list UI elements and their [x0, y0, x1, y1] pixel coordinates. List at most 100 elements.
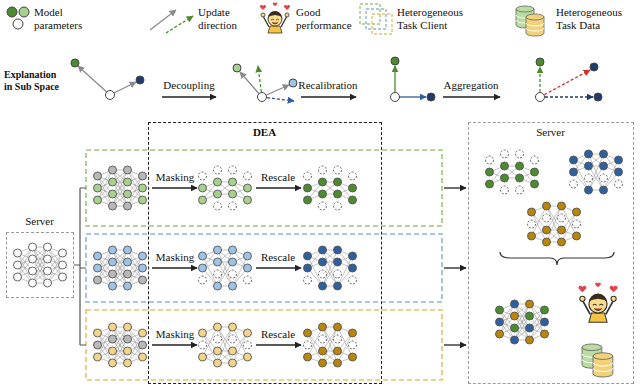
figure-part — [323, 327, 338, 363]
figure-part — [229, 323, 237, 331]
figure-part — [501, 186, 509, 194]
arrow — [443, 96, 500, 97]
figure-part — [349, 172, 357, 180]
figure-part — [589, 154, 604, 190]
parameter-dot — [427, 93, 435, 101]
figure-part — [113, 170, 128, 206]
figure-part — [573, 232, 581, 240]
figure-part — [229, 258, 237, 266]
figure-part — [558, 202, 566, 210]
figure-part — [496, 318, 504, 326]
arrow — [540, 96, 593, 97]
figure-part — [139, 184, 147, 192]
arrow — [256, 267, 301, 268]
step-label: Masking — [156, 251, 195, 264]
figure-part — [589, 313, 607, 322]
figure-part — [244, 264, 252, 272]
bracket — [74, 188, 86, 345]
client-box — [86, 150, 442, 226]
figure-part — [268, 26, 282, 33]
figure-part — [109, 347, 117, 355]
neural-network — [199, 246, 252, 290]
figure-part — [229, 202, 237, 210]
figure-part — [229, 282, 237, 290]
figure-part — [528, 208, 536, 216]
legend-label: Heterogeneous Task Data — [556, 6, 632, 31]
figure-part — [229, 190, 237, 198]
figure-part — [268, 11, 282, 18]
figure-part — [319, 335, 327, 343]
figure-part — [94, 252, 102, 260]
figure-part — [615, 156, 623, 164]
parameter-dot — [594, 93, 602, 101]
figure-part — [496, 330, 504, 338]
step-label: Decoupling — [163, 79, 214, 92]
figure-part — [199, 341, 207, 349]
figure-part — [334, 270, 342, 278]
figure-part — [124, 335, 132, 343]
figure-part — [139, 276, 147, 284]
figure-part — [511, 312, 519, 320]
figure-part — [516, 150, 524, 158]
figure-part — [319, 282, 327, 290]
figure-part — [528, 220, 536, 228]
figure-part — [486, 180, 494, 188]
figure-part — [199, 264, 207, 272]
figure-part — [501, 150, 509, 158]
figure-part — [595, 283, 601, 288]
figure-part — [319, 202, 327, 210]
figure-part — [582, 344, 602, 351]
figure-part — [113, 170, 128, 206]
neural-network — [496, 300, 549, 344]
figure-part — [349, 341, 357, 349]
figure-part — [113, 250, 128, 286]
arrow — [152, 344, 197, 345]
flow-arrows — [152, 345, 466, 346]
figure-part — [29, 267, 37, 275]
figure-part — [516, 186, 524, 194]
figure-part — [319, 347, 327, 355]
figure-part — [109, 359, 117, 367]
arrow — [256, 187, 301, 188]
figure-part — [261, 13, 265, 17]
figure-part — [585, 162, 593, 170]
figure-part — [585, 150, 593, 158]
server-box: Server — [6, 232, 74, 298]
figure-part — [543, 226, 551, 234]
figure-part — [214, 335, 222, 343]
step-label: Rescale — [261, 171, 295, 184]
figure-part — [496, 306, 504, 314]
figure-part — [541, 318, 549, 326]
figure-part — [334, 202, 342, 210]
figure-part — [94, 329, 102, 337]
client-box — [86, 310, 442, 380]
figure-part — [593, 304, 603, 306]
figure-part — [334, 258, 342, 266]
parameter-dot — [233, 64, 241, 72]
figure-part — [44, 255, 52, 263]
happy-person-icon — [578, 283, 617, 323]
figure-part — [558, 214, 566, 222]
figure-part — [124, 178, 132, 186]
figure-part — [547, 206, 562, 242]
figure-part — [218, 327, 233, 363]
server-box: Server — [468, 122, 634, 384]
figure-part — [515, 304, 530, 340]
figure-part — [109, 202, 117, 210]
arrow — [444, 267, 466, 268]
figure-part — [526, 300, 534, 308]
figure-part — [229, 270, 237, 278]
figure-part — [334, 166, 342, 174]
figure-part — [109, 258, 117, 266]
figure-part — [543, 238, 551, 246]
figure-part — [334, 359, 342, 367]
step-label: Rescale — [261, 328, 295, 341]
legend-icons — [7, 4, 392, 34]
figure-part — [218, 250, 233, 286]
arrow — [166, 16, 193, 33]
figure-part — [244, 172, 252, 180]
